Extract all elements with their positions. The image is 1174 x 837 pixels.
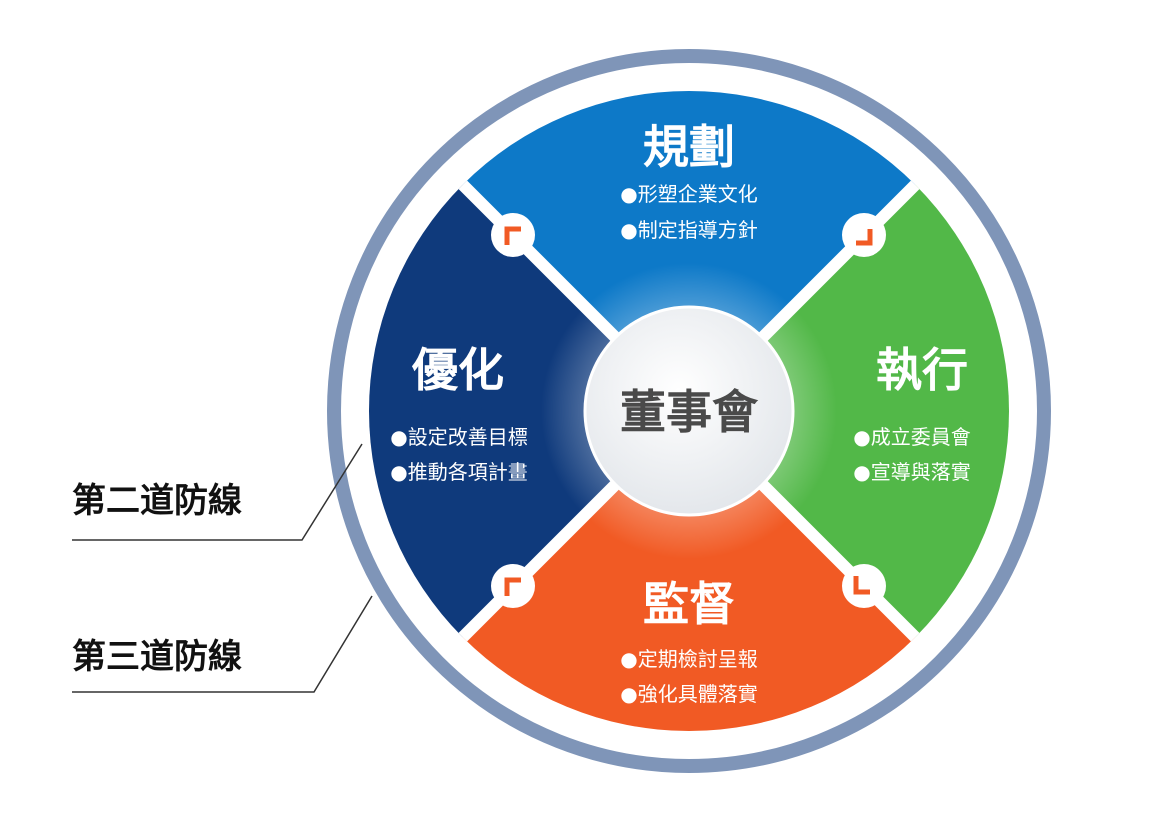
third-line-leader [72, 595, 373, 693]
quadrant-right-item-2: ●宣導與落實 [853, 460, 970, 484]
quadrant-left-item-1: ●設定改善目標 [390, 425, 527, 449]
third-line-callout: 第三道防線 [72, 595, 373, 693]
connector-badges [491, 213, 886, 608]
quadrant-bottom-item-1: ●定期檢討呈報 [620, 647, 757, 671]
second-line-label: 第二道防線 [72, 481, 242, 521]
second-line-callout: 第二道防線 [72, 443, 363, 541]
quadrant-top-item-2: ●制定指導方針 [620, 218, 757, 242]
center-circle [583, 305, 795, 517]
quadrant-left-item-2: ●推動各項計畫 [390, 460, 527, 484]
connector-bottom-right-icon [842, 564, 886, 608]
connector-bottom-left-icon [491, 564, 535, 608]
quadrant-top-title: 規劃 [643, 120, 735, 174]
center-label: 董事會 [620, 385, 759, 439]
quadrant-left-title: 優化 [411, 343, 504, 397]
quadrant-right-item-1: ●成立委員會 [853, 425, 970, 449]
connector-top-right-icon [842, 213, 886, 257]
quadrant-right-title: 執行 [876, 343, 968, 397]
second-line-leader [72, 443, 363, 541]
quadrant-bottom-item-2: ●強化具體落實 [620, 682, 757, 706]
outer-ring [327, 49, 1051, 773]
third-line-label: 第三道防線 [72, 637, 242, 677]
quadrant-bottom-title: 監督 [643, 577, 735, 631]
quadrant-top-item-1: ●形塑企業文化 [620, 182, 757, 206]
connector-top-left-icon [491, 213, 535, 257]
